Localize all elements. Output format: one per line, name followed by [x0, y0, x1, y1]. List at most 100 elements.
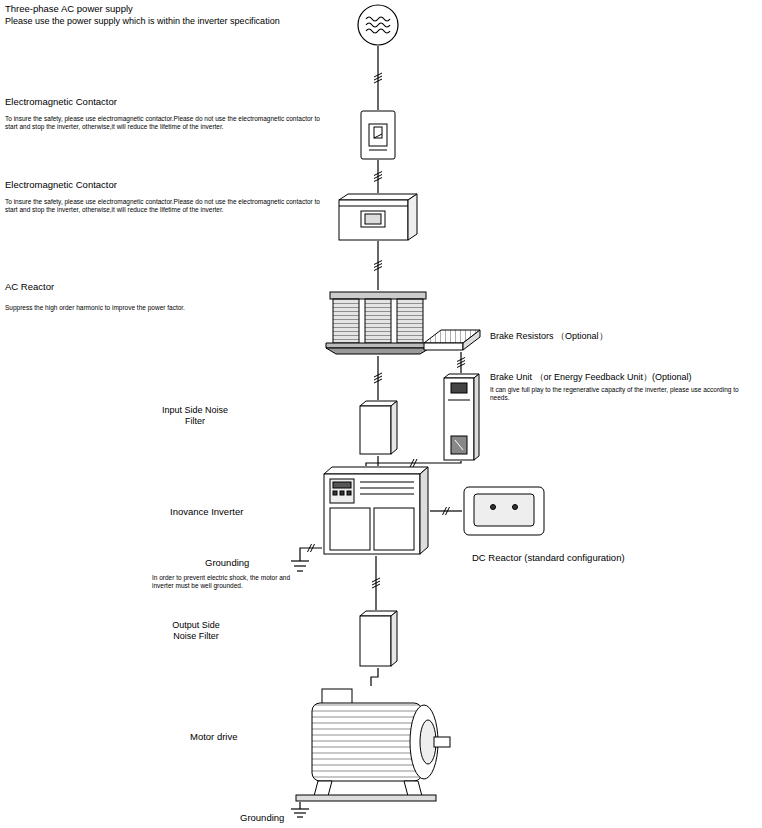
brake-resistor-icon [424, 330, 480, 350]
breaker-icon [361, 111, 395, 159]
brake-unit-icon [455, 440, 463, 450]
ac-source-symbol [366, 23, 390, 27]
brake-unit-icon [451, 383, 467, 393]
motor-icon [312, 703, 422, 781]
noise-filter-icon [360, 401, 397, 454]
ac-source-symbol [366, 29, 390, 33]
ground-symbol [291, 808, 309, 809]
breaker: Electromagnetic ContactorTo insure the s… [360, 110, 396, 160]
phase-mark [374, 379, 382, 383]
label-block: Suppress the high order harmonic to impr… [5, 304, 315, 312]
label-block: Electromagnetic Contactor [5, 97, 117, 108]
motor-icon [314, 781, 332, 796]
breaker-icon [374, 127, 382, 138]
label-block: AC Reactor [5, 282, 54, 293]
contactor-icon [361, 211, 385, 227]
dc-reactor-icon [464, 487, 544, 535]
motor-icon [404, 781, 422, 796]
ac-source-symbol [358, 5, 398, 45]
breaker-icon [369, 150, 387, 151]
breaker-icon [361, 111, 395, 159]
noise-filter-icon [391, 401, 397, 454]
wire [371, 668, 378, 686]
brake-unit: Brake Unit （or Energy Feedback Unit）(Opt… [442, 373, 480, 461]
phase-mark [446, 507, 450, 515]
ground-symbol [297, 570, 303, 571]
label-block: It can give full play to the regenerativ… [490, 386, 756, 403]
phase-mark [374, 267, 382, 271]
contactor-icon [339, 206, 408, 207]
label-block: Please use the power supply which is wit… [5, 16, 280, 27]
component-note: In order to prevent electric shock, the … [152, 574, 312, 591]
inverter-icon [330, 479, 354, 503]
label-block: To insure the safety, please use electro… [5, 198, 330, 215]
inverter-icon [360, 494, 414, 495]
noise-filter-icon [360, 616, 391, 666]
ac-reactor-icon [326, 343, 430, 348]
component-label: Three-phase AC power supply [5, 4, 133, 15]
dc-reactor-icon [513, 505, 518, 510]
wire [300, 548, 322, 557]
motor-icon [434, 737, 450, 747]
inverter-icon [420, 467, 428, 554]
inverter-icon [340, 491, 344, 495]
inverter-icon [324, 467, 428, 554]
component-label: AC Reactor [5, 282, 54, 293]
inverter-icon [347, 491, 351, 495]
component-note: To insure the safety, please use electro… [5, 198, 330, 215]
brake-unit-icon [444, 374, 479, 460]
inverter-icon [324, 467, 428, 474]
ground-symbol [294, 565, 306, 566]
brake-resistor: Brake Resistors （Optional） [420, 328, 482, 352]
ground: GroundingIn order to prevent electric sh… [291, 557, 309, 573]
component-note: To insure the safety, please use electro… [5, 115, 330, 132]
noise-filter: Output Side Noise Filter [358, 610, 398, 668]
ac-reactor-icon [326, 292, 430, 354]
dc-reactor-icon [474, 494, 534, 526]
component-label: Grounding [205, 558, 249, 569]
label-block: To insure the safety, please use electro… [5, 115, 330, 132]
label-block: Motor drive [190, 732, 238, 743]
label-block: Electromagnetic Contactor [5, 180, 117, 191]
label-block: Inovance Inverter [170, 507, 243, 518]
phase-mark [311, 544, 315, 552]
inverter-icon [330, 508, 370, 550]
breaker-icon [369, 124, 387, 146]
ac-source-symbol [366, 17, 390, 21]
wire [377, 456, 378, 466]
ac-reactor-icon [365, 299, 391, 343]
label-block: Input Side Noise Filter [160, 405, 230, 428]
ground-symbol [291, 557, 309, 571]
ground-symbol [291, 806, 309, 817]
brake-unit-icon [448, 400, 470, 401]
ground-symbol [291, 560, 309, 561]
ac-reactor-icon [326, 348, 430, 354]
brake-unit-icon [474, 374, 479, 460]
ac-source-symbol [358, 5, 398, 45]
component-label: Output Side Noise Filter [160, 620, 232, 643]
contactor-icon [339, 194, 417, 200]
motor-icon [296, 795, 436, 801]
inverter-icon [333, 482, 351, 488]
ground-symbol [294, 812, 306, 813]
component-note: Suppress the high order harmonic to impr… [5, 304, 315, 312]
dc-reactor: DC Reactor (standard configuration) [462, 485, 546, 537]
motor: Motor drive [290, 686, 452, 802]
motor-icon [296, 689, 450, 801]
contactor-icon [339, 200, 408, 240]
brake-resistor-icon [463, 330, 480, 350]
label-block: Brake Unit （or Energy Feedback Unit）(Opt… [490, 372, 756, 383]
component-label: Input Side Noise Filter [160, 405, 230, 428]
inverter: Inovance Inverter [322, 466, 430, 556]
component-label: Grounding [240, 813, 284, 824]
ground-symbol [297, 816, 303, 817]
label-block: Grounding [240, 813, 284, 824]
brake-unit-icon [451, 436, 467, 454]
ac-source: Three-phase AC power supplyPlease use th… [357, 4, 399, 46]
ground: Grounding [290, 806, 310, 820]
noise-filter-icon [360, 406, 391, 454]
component-note: It can give full play to the regenerativ… [490, 386, 756, 403]
label-block: Three-phase AC power supply [5, 4, 133, 15]
phase-mark [372, 584, 380, 588]
